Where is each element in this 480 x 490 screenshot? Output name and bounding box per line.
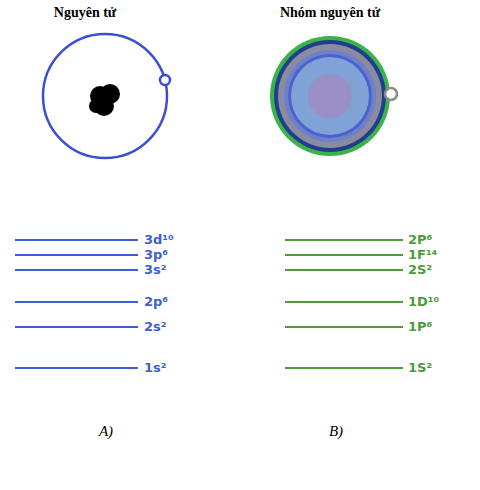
energy-level-label: 2p⁶ [144,295,168,310]
energy-level-label: 2S² [408,263,432,278]
energy-level-label: 2P⁶ [408,233,432,248]
panel-caption: A) [99,423,113,440]
panel-heading: Nhóm nguyên tử [280,5,380,21]
energy-level-label: 3d¹⁰ [144,233,174,248]
energy-level-label: 1s² [144,361,166,376]
electron [160,75,170,85]
panel-heading: Nguyên tử [54,5,116,21]
energy-level-label: 2s² [144,320,166,335]
energy-level-label: 1S² [408,361,432,376]
energy-levels-b [285,240,403,368]
panel-caption: B) [329,423,343,440]
energy-level-label: 1F¹⁴ [408,248,437,263]
energy-level-label: 1D¹⁰ [408,295,439,310]
energy-level-label: 1P⁶ [408,320,432,335]
energy-levels-a [15,240,138,368]
nucleus [89,84,120,116]
energy-level-label: 3p⁶ [144,248,168,263]
energy-level-label: 3s² [144,263,166,278]
electron [385,88,397,100]
electron-orbit [43,34,167,158]
cluster-shells [270,36,390,156]
